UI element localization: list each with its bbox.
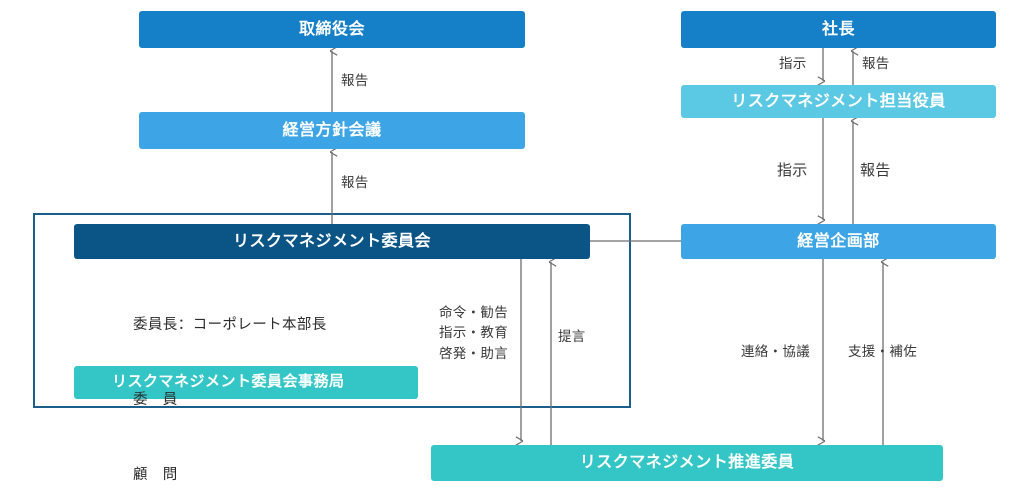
edge-label-proposal: 提言: [558, 329, 586, 344]
node-president[interactable]: 社長: [681, 11, 996, 48]
edge-label-committee-directive-line-3: 啓発・助言: [439, 345, 508, 361]
edge-label-committee-directive-line-2: 指示・教育: [439, 325, 508, 341]
edge-label-liaison-consultation: 連絡・協議: [741, 344, 810, 359]
node-risk-management-promotion-members[interactable]: リスクマネジメント推進委員: [431, 445, 943, 481]
node-corporate-planning-department[interactable]: 経営企画部: [681, 224, 996, 259]
edge-label-president-instruction: 指示: [779, 56, 807, 71]
node-board-of-directors[interactable]: 取締役会: [139, 11, 525, 48]
node-risk-management-officer[interactable]: リスクマネジメント担当役員: [681, 85, 996, 118]
edge-label-officer-instruction: 指示: [777, 162, 808, 179]
edge-label-report-to-board: 報告: [341, 73, 369, 88]
committee-member-chairperson: 委員長：コーポレート本部長: [133, 316, 327, 333]
node-risk-management-committee-office[interactable]: リスクマネジメント委員会事務局: [74, 366, 418, 399]
committee-member-advisor: 顧 問: [133, 466, 178, 483]
committee-member-member: 委 員: [133, 391, 178, 408]
edge-label-officer-report: 報告: [860, 162, 891, 179]
edge-label-committee-directive: 命令・勧告 指示・教育 啓発・助言: [439, 303, 508, 364]
edge-label-committee-directive-line-1: 命令・勧告: [439, 305, 508, 320]
node-risk-management-committee[interactable]: リスクマネジメント委員会: [74, 224, 590, 259]
edge-label-report-to-policy-meeting: 報告: [341, 175, 369, 190]
edge-label-president-report: 報告: [862, 56, 890, 71]
committee-member-list: 委員長：コーポレート本部長 委 員 顧 問 オブザーバー: [133, 263, 327, 488]
node-management-policy-meeting[interactable]: 経営方針会議: [139, 112, 525, 149]
edge-label-support-assistance: 支援・補佐: [848, 344, 917, 359]
